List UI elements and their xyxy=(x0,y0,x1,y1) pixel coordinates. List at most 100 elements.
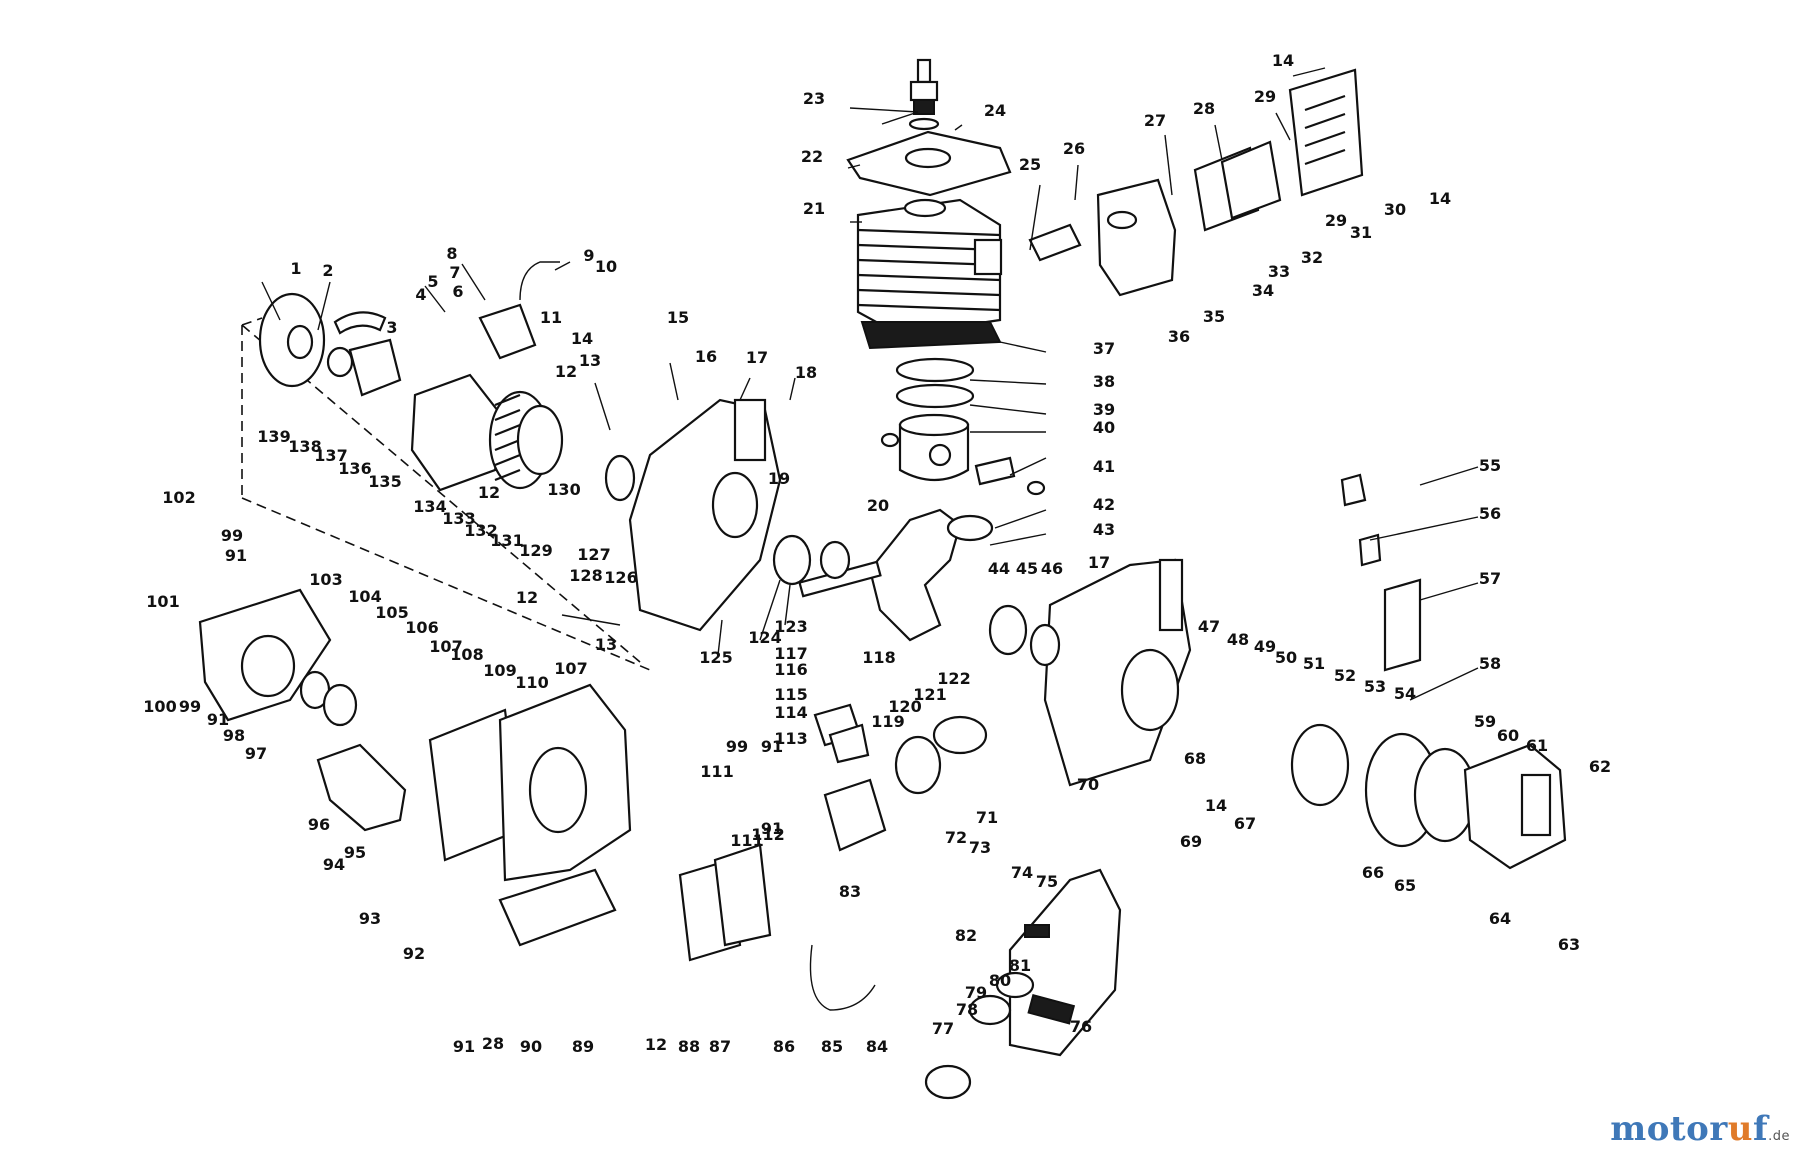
part-label-107a: 107 xyxy=(429,637,462,656)
crankcase-right xyxy=(1043,558,1192,787)
part-label-12a: 12 xyxy=(555,362,577,381)
starter-pulley-right xyxy=(1290,723,1477,848)
part-label-96: 96 xyxy=(308,815,330,834)
muffler-plate xyxy=(1220,140,1282,220)
fuel-cap xyxy=(924,971,1035,1100)
part-label-101: 101 xyxy=(146,592,179,611)
part-label-38: 38 xyxy=(1093,372,1115,391)
part-label-8: 8 xyxy=(446,244,457,263)
part-label-67: 67 xyxy=(1234,814,1256,833)
part-label-111b: 111 xyxy=(730,831,763,850)
part-label-90: 90 xyxy=(520,1037,542,1056)
part-label-70: 70 xyxy=(1077,775,1099,794)
part-label-130: 130 xyxy=(547,480,580,499)
base-plate xyxy=(498,868,617,947)
part-label-16: 16 xyxy=(695,347,717,366)
part-label-19: 19 xyxy=(768,469,790,488)
part-label-14b: 14 xyxy=(1429,189,1451,208)
part-label-10: 10 xyxy=(595,257,617,276)
clutch-drum xyxy=(258,292,326,388)
part-label-131: 131 xyxy=(490,531,523,550)
part-label-51: 51 xyxy=(1303,654,1325,673)
part-label-93: 93 xyxy=(359,909,381,928)
part-label-45: 45 xyxy=(1016,559,1038,578)
part-label-26: 26 xyxy=(1063,139,1085,158)
part-label-21: 21 xyxy=(803,199,825,218)
part-label-99b: 99 xyxy=(179,697,201,716)
part-label-80: 80 xyxy=(989,971,1011,990)
watermark-part1: motor xyxy=(1610,1109,1728,1149)
part-label-95: 95 xyxy=(344,843,366,862)
leader-lines xyxy=(261,67,1479,701)
part-label-123: 123 xyxy=(774,617,807,636)
part-label-84: 84 xyxy=(866,1037,888,1056)
part-label-53: 53 xyxy=(1364,677,1386,696)
part-label-66: 66 xyxy=(1362,863,1384,882)
part-label-42: 42 xyxy=(1093,495,1115,514)
part-label-58: 58 xyxy=(1479,654,1501,673)
part-label-25: 25 xyxy=(1019,155,1041,174)
piston-rings xyxy=(895,357,975,409)
clutch-hub xyxy=(326,338,402,397)
part-label-91a: 91 xyxy=(225,546,247,565)
part-label-102: 102 xyxy=(162,488,195,507)
part-label-57: 57 xyxy=(1479,569,1501,588)
part-label-33: 33 xyxy=(1268,262,1290,281)
watermark-part3: f xyxy=(1752,1109,1769,1149)
crankshaft xyxy=(798,508,994,642)
part-label-118: 118 xyxy=(862,648,895,667)
starter-handle xyxy=(1383,578,1422,672)
part-label-91c: 91 xyxy=(761,737,783,756)
part-label-20: 20 xyxy=(867,496,889,515)
part-label-122: 122 xyxy=(937,669,970,688)
part-label-71: 71 xyxy=(976,808,998,827)
gearbox-bearing xyxy=(299,670,358,727)
part-label-40: 40 xyxy=(1093,418,1115,437)
part-label-46: 46 xyxy=(1041,559,1063,578)
part-label-3: 3 xyxy=(386,318,397,337)
crankcase-left xyxy=(628,398,782,632)
part-label-12b: 12 xyxy=(478,483,500,502)
air-filter-cover xyxy=(678,843,772,962)
part-label-114: 114 xyxy=(774,703,807,722)
part-label-56: 56 xyxy=(1479,504,1501,523)
cylinder-base-gasket xyxy=(860,321,1002,350)
cylinder xyxy=(856,198,1003,337)
part-label-15: 15 xyxy=(667,308,689,327)
part-label-99c: 99 xyxy=(726,737,748,756)
part-label-68: 68 xyxy=(1184,749,1206,768)
part-label-14c: 14 xyxy=(571,329,593,348)
flywheel xyxy=(488,390,564,490)
part-label-39: 39 xyxy=(1093,400,1115,419)
part-label-94: 94 xyxy=(323,855,345,874)
part-label-7: 7 xyxy=(449,263,460,282)
assembly-boundary xyxy=(241,317,651,671)
part-label-17b: 17 xyxy=(1088,553,1110,572)
part-label-136: 136 xyxy=(338,459,371,478)
part-label-17a: 17 xyxy=(746,348,768,367)
part-label-49: 49 xyxy=(1254,637,1276,656)
muffler-shield xyxy=(1288,68,1364,197)
part-label-77: 77 xyxy=(932,1019,954,1038)
part-label-91d: 91 xyxy=(761,819,783,838)
part-label-55: 55 xyxy=(1479,456,1501,475)
part-label-36: 36 xyxy=(1168,327,1190,346)
intake-adapter xyxy=(894,715,988,795)
part-label-129: 129 xyxy=(519,541,552,560)
part-label-111a: 111 xyxy=(700,762,733,781)
part-label-86: 86 xyxy=(773,1037,795,1056)
part-label-125: 125 xyxy=(699,648,732,667)
part-label-6: 6 xyxy=(452,282,463,301)
cylinder-head-plate xyxy=(846,130,1012,197)
watermark-logo: motoruf.de xyxy=(1610,1109,1790,1149)
part-label-24: 24 xyxy=(984,101,1006,120)
part-label-82: 82 xyxy=(955,926,977,945)
part-label-106: 106 xyxy=(405,618,438,637)
piston xyxy=(880,413,970,481)
muffler-body xyxy=(1096,178,1177,297)
crank-bearings xyxy=(772,534,1061,667)
gearbox-housing xyxy=(198,588,332,722)
part-label-18: 18 xyxy=(795,363,817,382)
part-label-104: 104 xyxy=(348,587,381,606)
part-label-107b: 107 xyxy=(554,659,587,678)
